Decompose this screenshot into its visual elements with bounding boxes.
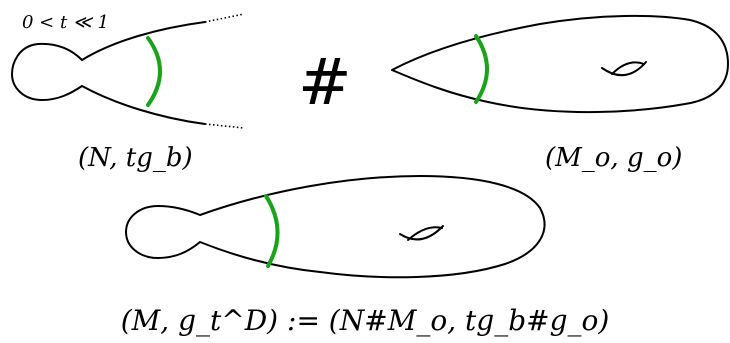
result-surface-handle-icon bbox=[399, 225, 444, 241]
parameter-label: 0 < t ≪ 1 bbox=[22, 12, 109, 33]
body-surface-outline bbox=[391, 14, 729, 114]
neck-surface bbox=[10, 13, 245, 129]
body-surface-handle-icon bbox=[601, 61, 647, 77]
neck-surface-upper-outline bbox=[10, 21, 206, 125]
neck-surface-label: (N, tg_b) bbox=[78, 143, 193, 173]
body-surface-label: (M_o, g_o) bbox=[545, 143, 682, 173]
result-formula: (M, g_t^D) := (N#M_o, tg_b#g_o) bbox=[121, 304, 610, 337]
body-surface-gluing-curve bbox=[474, 34, 489, 104]
neck-surface-lower-dotted-end bbox=[204, 123, 245, 129]
neck-surface-gluing-curve bbox=[146, 36, 162, 107]
result-surface-outline bbox=[125, 175, 546, 279]
body-surface bbox=[391, 14, 729, 114]
neck-surface-upper-dotted-end bbox=[204, 13, 245, 23]
result-surface-gluing-curve bbox=[264, 194, 280, 268]
result-surface bbox=[125, 175, 546, 279]
connected-sum-symbol: # bbox=[298, 46, 352, 120]
